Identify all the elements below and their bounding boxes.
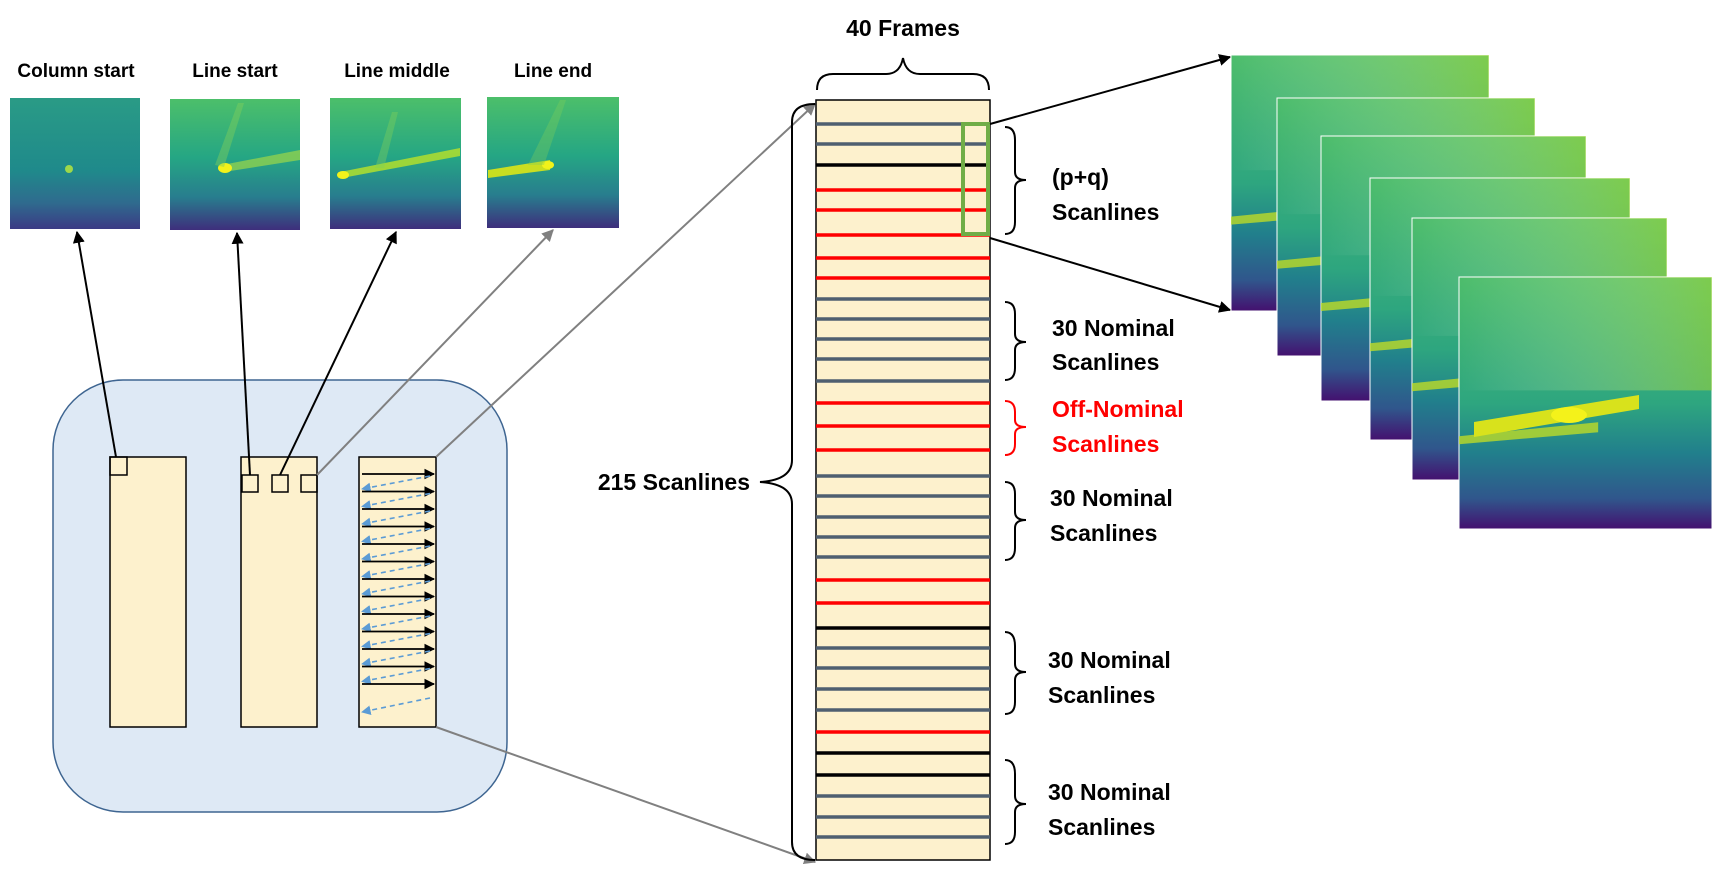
frames-label: 40 Frames [846, 15, 960, 41]
return-arrow [361, 650, 431, 668]
strip-to-frames-arrows [989, 54, 1232, 313]
raster-scan-arrows [361, 468, 436, 715]
pq-highlight-box [961, 122, 990, 236]
annotation-line1: 30 Nominal [1050, 485, 1173, 511]
frames-brace [816, 57, 990, 91]
sample-box-line-end [300, 474, 318, 493]
scanlines-total-label: 215 Scanlines [598, 469, 750, 495]
return-arrow [361, 632, 431, 650]
annotation-line1: (p+q) [1052, 164, 1109, 190]
return-arrow [361, 527, 431, 545]
arrow-line-end [316, 229, 554, 476]
annotation-line1: Off-Nominal [1052, 396, 1184, 422]
return-arrow [361, 597, 431, 615]
sampling-panel [52, 379, 508, 813]
thumbnail-row: Column start Line start Line middle Line… [10, 61, 619, 230]
annotation-nominal-4: 30 Nominal Scanlines [1004, 759, 1171, 845]
scanline-rows [816, 122, 990, 839]
return-arrow [361, 510, 431, 528]
annotation-line1: 30 Nominal [1052, 315, 1175, 341]
column-strip-3 [358, 456, 437, 728]
return-arrow [361, 615, 431, 633]
annotation-group: (p+q) Scanlines 30 Nominal Scanlines Off… [1004, 126, 1184, 845]
annotation-line2: Scanlines [1048, 814, 1155, 840]
scanlines-brace [759, 103, 816, 861]
thumbnail-line-start [170, 99, 300, 230]
frame-image [1458, 276, 1712, 530]
thumbnail-line-end [487, 97, 619, 228]
annotation-line1: 30 Nominal [1048, 647, 1171, 673]
return-arrow [361, 697, 431, 715]
arrow-column-start [72, 230, 117, 458]
annotation-nominal-3: 30 Nominal Scanlines [1004, 631, 1171, 715]
annotation-line2: Scanlines [1052, 199, 1159, 225]
annotation-line2: Scanlines [1048, 682, 1155, 708]
return-arrow [361, 492, 431, 510]
column-strip-1 [109, 456, 187, 728]
column-strip-2 [240, 456, 318, 728]
return-arrow [361, 475, 431, 493]
arrow-line-start [231, 231, 251, 476]
thumbnail-line-middle [330, 98, 461, 229]
thumbnail-label-line-middle: Line middle [344, 61, 450, 82]
annotation-pq: (p+q) Scanlines [1004, 126, 1159, 235]
annotation-nominal-2: 30 Nominal Scanlines [1004, 481, 1173, 561]
return-arrow [361, 545, 431, 563]
annotation-line2: Scanlines [1050, 520, 1157, 546]
thumbnail-label-column-start: Column start [17, 61, 135, 82]
sample-box-column-start [109, 456, 128, 476]
return-arrow [361, 580, 431, 598]
return-arrow [361, 667, 431, 685]
thumbnail-column-start [10, 98, 140, 229]
sample-to-thumbnail-arrows [72, 229, 554, 476]
frame-strip: 40 Frames 215 Scanlines [598, 15, 991, 861]
annotation-nominal-1: 30 Nominal Scanlines [1004, 301, 1175, 381]
annotation-off-nominal: Off-Nominal Scanlines [1004, 396, 1184, 457]
zoom-connectors [435, 103, 817, 865]
arrow-line-middle [279, 230, 397, 476]
frame-stack [1230, 54, 1712, 530]
annotation-line1: 30 Nominal [1048, 779, 1171, 805]
thumbnail-label-line-start: Line start [192, 61, 278, 82]
annotation-line2: Scanlines [1052, 431, 1159, 457]
thumbnail-label-line-end: Line end [514, 61, 592, 82]
annotation-line2: Scanlines [1052, 349, 1159, 375]
return-arrow [361, 562, 431, 580]
